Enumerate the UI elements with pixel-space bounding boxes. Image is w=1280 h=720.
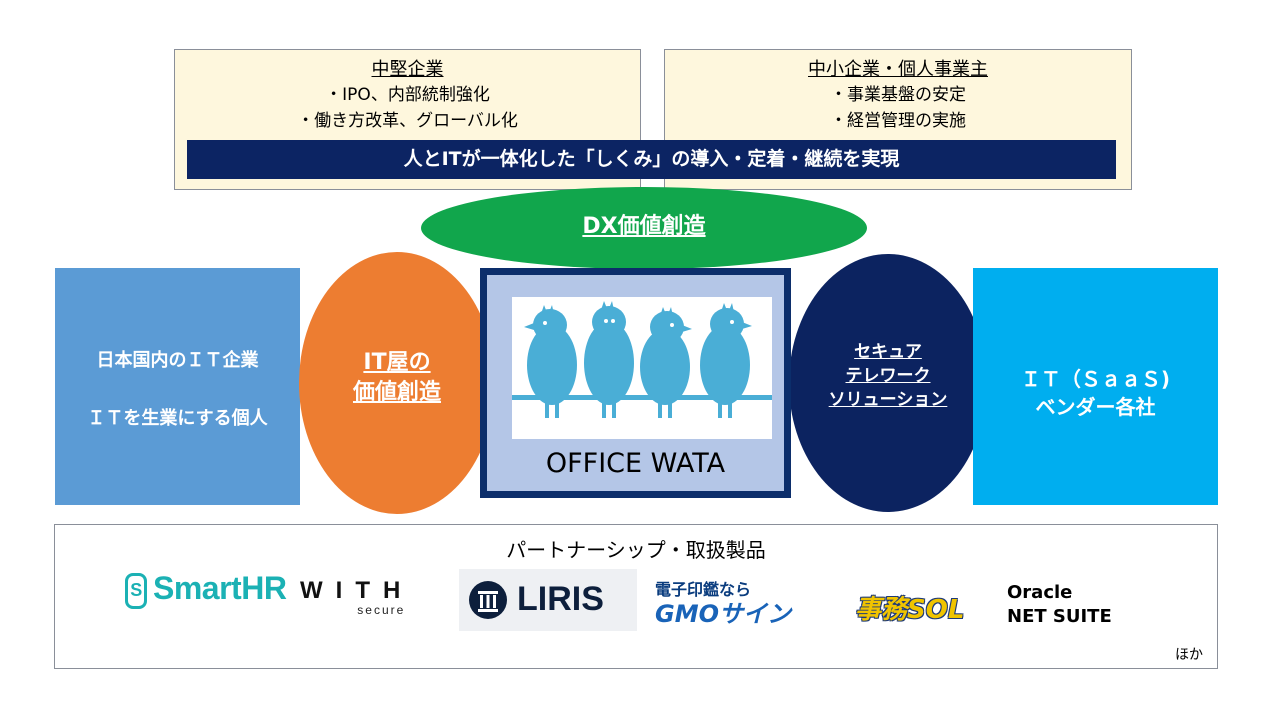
liris-pillar-icon <box>469 581 507 619</box>
office-wata-inner: OFFICE WATA <box>487 275 784 491</box>
dx-value-ellipse: DX価値創造 <box>421 187 867 269</box>
withsecure-logo-text: WITH <box>300 577 414 604</box>
gmo-sign-tagline: 電子印鑑なら <box>655 580 752 599</box>
orange-circle-line: IT屋の <box>363 350 431 375</box>
navy-circle <box>789 254 987 512</box>
liris-logo: LIRIS <box>459 569 637 631</box>
gmo-sign-logo-text: GMOサイン <box>655 600 791 628</box>
navy-circle-line: テレワーク <box>845 366 931 386</box>
segment-title: 中小企業・個人事業主 <box>808 59 988 80</box>
smarthr-mark-icon: S <box>125 572 147 609</box>
office-wata-label: OFFICE WATA <box>545 448 726 479</box>
segment-item: ・経営管理の実施 <box>830 111 966 131</box>
withsecure-logo: WITH secure <box>300 577 413 617</box>
birds-logo-icon <box>512 297 772 439</box>
partners-title: パートナーシップ・取扱製品 <box>506 538 766 562</box>
smarthr-logo-text: SmartHR <box>153 570 287 606</box>
oracle-netsuite-logo: Oracle NET SUITE <box>1007 581 1112 629</box>
orange-circle <box>299 252 495 514</box>
saas-vendors-line: ＩＴ（ＳａａＳ) <box>1020 367 1171 391</box>
navy-circle-line: セキュア <box>854 342 922 362</box>
liris-logo-text: LIRIS <box>517 580 604 618</box>
orange-circle-text: IT屋の 価値創造 <box>299 348 495 408</box>
segment-item: ・IPO、内部統制強化 <box>325 85 490 105</box>
others-note: ほか <box>1175 647 1203 663</box>
segment-title: 中堅企業 <box>371 59 444 80</box>
segment-item: ・事業基盤の安定 <box>830 85 966 105</box>
oracle-logo-line: Oracle <box>1007 582 1073 603</box>
navy-circle-line: ソリューション <box>828 390 948 410</box>
withsecure-logo-subtext: secure <box>357 603 406 617</box>
gmo-sign-logo: 電子印鑑なら GMOサイン <box>655 576 791 628</box>
it-individuals-line: ＩＴを生業にする個人 <box>87 408 268 429</box>
pillar-icon <box>478 591 498 612</box>
office-wata-panel: OFFICE WATA <box>480 268 791 498</box>
it-companies-line: 日本国内のＩＴ企業 <box>96 350 259 371</box>
it-companies-box: 日本国内のＩＴ企業 ＩＴを生業にする個人 <box>55 268 300 505</box>
oracle-logo-line: NET SUITE <box>1007 606 1112 627</box>
mission-banner: 人とITが一体化した「しくみ」の導入・定着・継続を実現 <box>187 140 1116 179</box>
navy-circle-text: セキュア テレワーク ソリューション <box>789 340 987 412</box>
jimu-sol-logo: 事務SOL <box>855 595 965 625</box>
orange-circle-line: 価値創造 <box>352 380 441 405</box>
saas-vendors-box: ＩＴ（ＳａａＳ) ベンダー各社 <box>973 268 1218 505</box>
segment-item: ・働き方改革、グローバル化 <box>297 111 518 131</box>
birds-illustration-icon <box>512 301 772 418</box>
saas-vendors-line: ベンダー各社 <box>1035 395 1156 419</box>
